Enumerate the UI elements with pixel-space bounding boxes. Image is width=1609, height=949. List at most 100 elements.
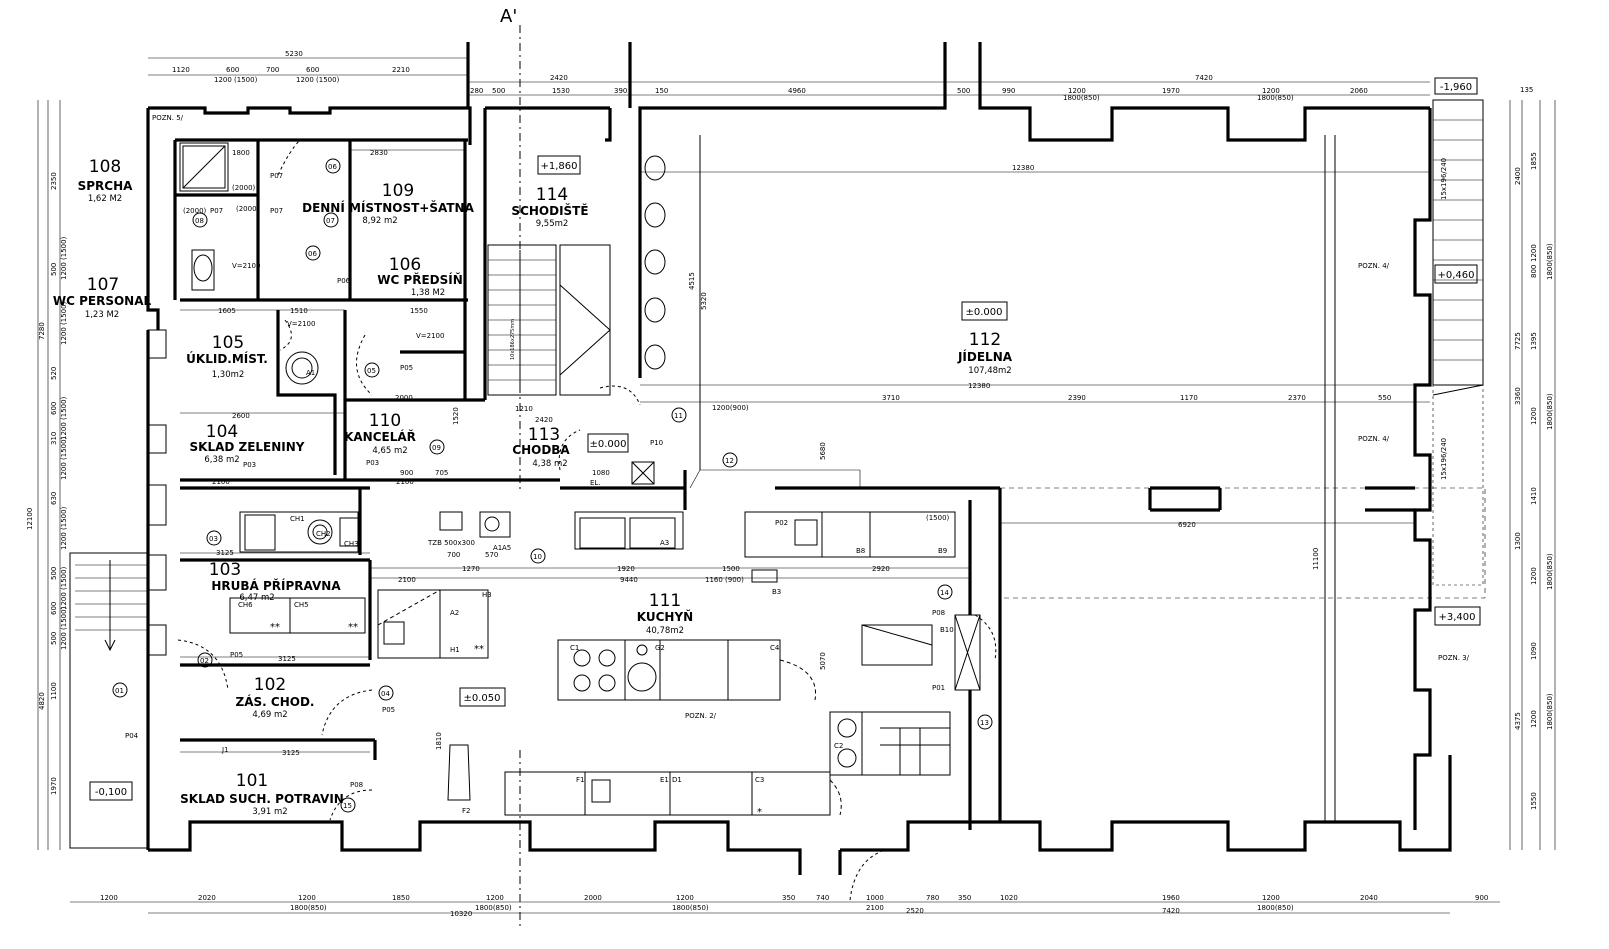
dim-text: 9440 [620, 576, 638, 584]
dim-text: 5230 [285, 50, 303, 58]
urinals-112 [644, 155, 666, 370]
dim-text: 350 [782, 894, 795, 902]
dim-text: 1395 [1530, 332, 1538, 350]
dim-text: 1200 (1500) [60, 436, 68, 480]
dim-text: 1605 [218, 307, 236, 315]
equipment-label: F2 [462, 807, 470, 815]
room-labels: 101 SKLAD SUCH. POTRAVIN 3,91 m2 102 ZÁS… [53, 157, 1013, 817]
height-label: V=2100 [232, 262, 260, 270]
dim-text: 500 [50, 632, 58, 645]
equipment-label: A5 [502, 544, 511, 552]
dim-text: 2100 [212, 478, 230, 486]
dim-text: 1855 [1530, 152, 1538, 170]
room-108-number: 108 [89, 157, 121, 177]
door-tag: P07 [210, 207, 223, 215]
sanitary-fixtures [179, 142, 666, 538]
dim-text: 2370 [1288, 394, 1306, 402]
equipment-label: (1500) [926, 514, 950, 522]
dim-text: 12100 [26, 508, 34, 530]
room-110-number: 110 [369, 411, 401, 431]
door-tag: P08 [932, 609, 945, 617]
room-110-name: KANCELÁŘ [344, 429, 416, 444]
equipment-label: CH5 [294, 601, 309, 609]
dim-text: 900 [1475, 894, 1488, 902]
dim-text: 350 [958, 894, 971, 902]
dim-text: 1200 (1500) [296, 76, 340, 84]
dim-text: 1200 [1530, 244, 1538, 262]
door-tag: P05 [382, 706, 395, 714]
dim-text: 500 [492, 87, 505, 95]
circle-tag: 06 [308, 250, 317, 258]
dim-text: 705 [435, 469, 448, 477]
dim-text: 150 [655, 87, 668, 95]
equipment-label: A3 [660, 539, 669, 547]
dim-text: 630 [50, 492, 58, 505]
room-113-number: 113 [528, 425, 560, 445]
door-tag: P01 [932, 684, 945, 692]
dim-text: 1550 [410, 307, 428, 315]
dim-text: 1200 [1262, 894, 1280, 902]
dim-text: 500 [50, 567, 58, 580]
room-105-area: 1,30m2 [212, 370, 245, 380]
dimension-lines [37, 57, 1556, 914]
room-106-area: 1,38 M2 [411, 288, 445, 298]
room-114-name: SCHODIŠTĚ [511, 203, 588, 218]
duct-label: TZB 500x300 [427, 539, 475, 547]
room-103-area: 6,47 m2 [239, 593, 274, 603]
room-105-name: ÚKLID.MÍST. [186, 351, 268, 366]
level-mark: -0,100 [95, 787, 127, 798]
interior-walls [173, 135, 1415, 830]
level-mark: ±0.050 [463, 693, 500, 704]
dim-text: 1800(850) [1546, 243, 1554, 280]
door-tag: P04 [125, 732, 139, 740]
equipment-label: E1 [660, 776, 669, 784]
dim-text: 7420 [1162, 907, 1180, 915]
level-box [89, 781, 133, 801]
dim-text: 2350 [50, 172, 58, 190]
circle-tag: 14 [940, 589, 949, 597]
dim-text: 4375 [1514, 712, 1522, 730]
dim-text: 1200 [100, 894, 118, 902]
height-label: V=2100 [287, 320, 315, 328]
circle-tag: 08 [195, 217, 204, 225]
dim-text: 780 [926, 894, 939, 902]
circle-tags: 01 02 03 04 05 06 06 07 08 09 10 11 12 1… [112, 158, 993, 813]
dim-text: 7420 [1195, 74, 1213, 82]
circle-tag: 12 [725, 457, 734, 465]
dim-text: 1200 [1262, 87, 1280, 95]
dim-text: 1970 [50, 777, 58, 795]
dim-text: 1920 [617, 565, 635, 573]
dim-text: 1200 (1500) [60, 506, 68, 550]
dim-text: 5320 [700, 292, 708, 310]
dim-text: 1200 (1500) [60, 301, 68, 345]
dim-text: 10320 [450, 910, 472, 918]
door-tag: P05 [400, 364, 413, 372]
circle-tag: 11 [674, 412, 683, 420]
equipment-label: CH3 [344, 540, 359, 548]
left-window-piers [147, 329, 167, 656]
door-tag: P08 [350, 781, 363, 789]
dim-text: 135 [1520, 86, 1533, 94]
dim-text: 1200 [486, 894, 504, 902]
circle-tag: 02 [200, 657, 209, 665]
dim-text: 2040 [1360, 894, 1378, 902]
dim-text: 2000 [584, 894, 602, 902]
dim-text: 4515 [688, 272, 696, 290]
asterisk-mark: ** [474, 644, 484, 655]
dim-text: 1970 [1162, 87, 1180, 95]
room-112-number: 112 [969, 330, 1001, 350]
door-tags: P07 P07 P07 P06 P05 P03 P03 P10 P02 P08 … [125, 172, 945, 789]
dim-text: 1200 [1530, 407, 1538, 425]
dim-text: 1200(900) [712, 404, 749, 412]
dim-text: 1800(850) [475, 904, 512, 912]
section-lines [519, 25, 1486, 930]
circle-tag: 13 [980, 719, 989, 727]
dim-text: 2600 [232, 412, 250, 420]
dim-text: 1200 (1500) [214, 76, 258, 84]
dim-text: 2390 [1068, 394, 1086, 402]
room-107-number: 107 [87, 275, 119, 295]
circle-tag: 05 [367, 367, 376, 375]
dim-text: 1800 [232, 149, 250, 157]
dim-text: 1800(850) [1546, 553, 1554, 590]
external-stairs-left [69, 552, 149, 849]
